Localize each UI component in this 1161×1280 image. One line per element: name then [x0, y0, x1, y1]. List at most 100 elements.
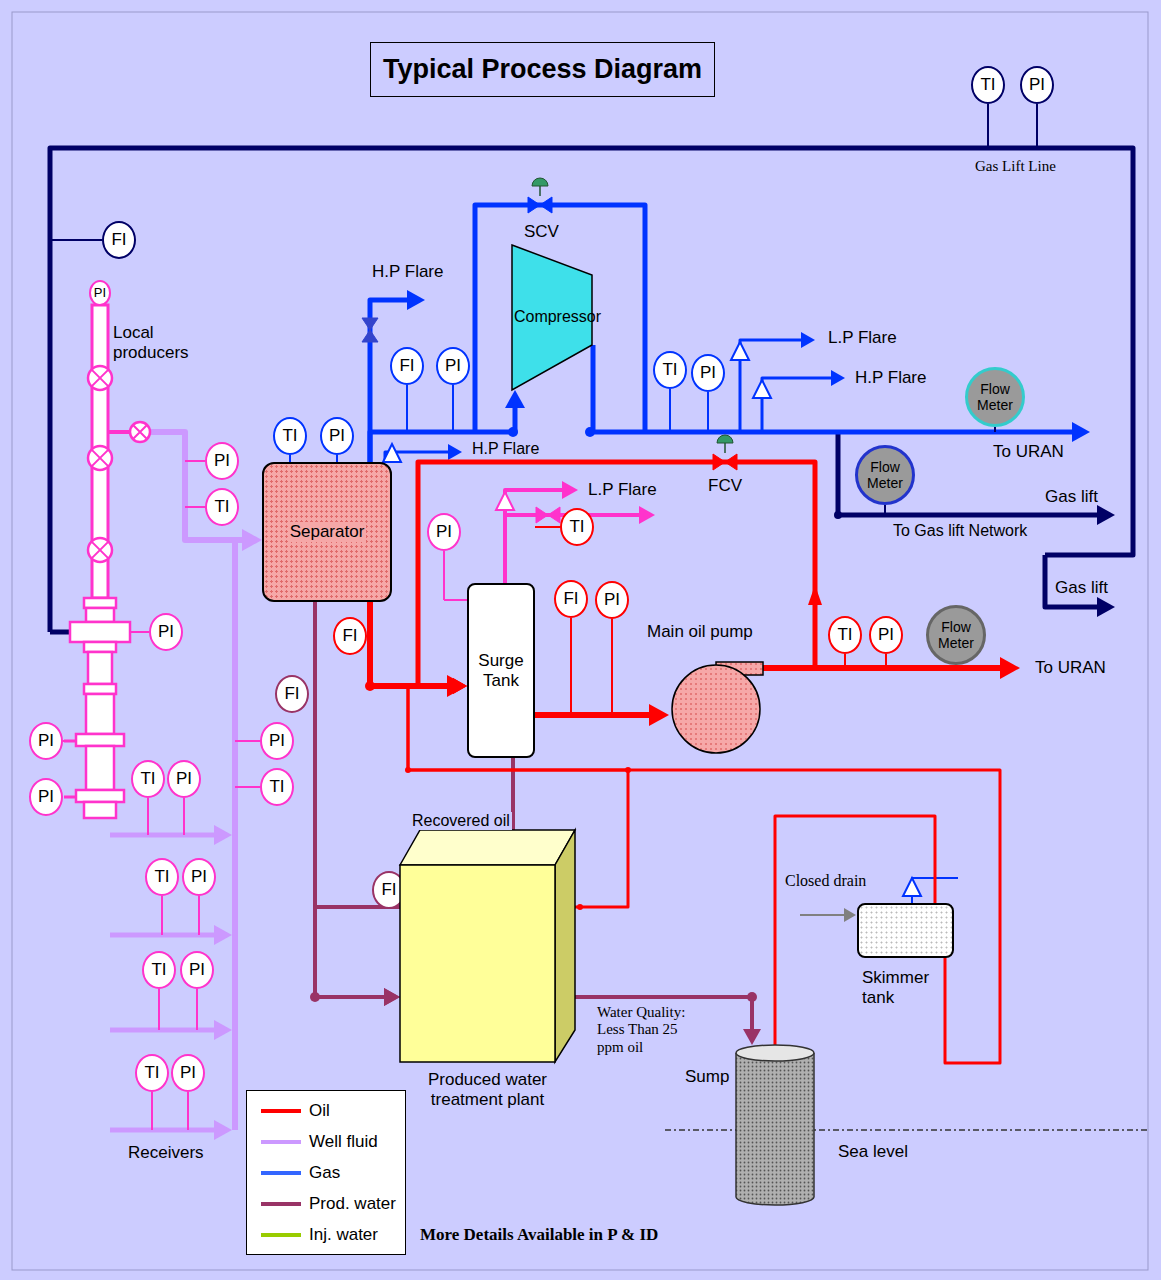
- instrument-bubble: TI: [653, 351, 687, 389]
- instrument-bubble: FI: [102, 221, 136, 259]
- wellhead-outlet: [64, 740, 76, 743]
- node-label: PI: [214, 451, 230, 471]
- junction-dot: [585, 427, 595, 437]
- node-label: TI: [980, 75, 995, 95]
- instrument-stem: [187, 1092, 189, 1130]
- pipe-stroke: [110, 833, 219, 838]
- node-label: PI: [604, 590, 620, 610]
- annotation-label: Sea level: [838, 1142, 908, 1162]
- node-label: TI: [151, 960, 166, 980]
- process-pipe: [762, 370, 845, 432]
- annotation-label: Gas lift: [1055, 578, 1108, 598]
- node-label: FI: [111, 230, 126, 250]
- legend-label: Oil: [309, 1101, 330, 1121]
- valve-symbol: [528, 197, 552, 213]
- node-label: PI: [180, 1063, 196, 1083]
- instrument-stem: [987, 104, 989, 148]
- process-pipe: [50, 148, 1133, 632]
- plant-front: [400, 865, 555, 1062]
- instrument-bubble: FI: [333, 617, 367, 655]
- flow-meter: Flow Meter: [965, 367, 1025, 427]
- node-label: PI: [38, 787, 54, 807]
- pipe-connector: [535, 704, 669, 726]
- wellhead-valve: [88, 446, 112, 470]
- node-label: FI: [284, 684, 299, 704]
- shape-outline: [400, 830, 575, 1062]
- instrument-bubble: PI: [436, 347, 470, 385]
- annotation-label: To Gas lift Network: [893, 522, 1027, 540]
- instrument-bubble: PI: [29, 778, 63, 816]
- annotation-label: Receivers: [128, 1143, 204, 1163]
- valve-symbol: [713, 454, 737, 470]
- node-label: TI: [144, 1063, 159, 1083]
- node-label: FI: [563, 589, 578, 609]
- annotation-label: Local producers: [113, 323, 203, 362]
- instrument-bubble: FI: [390, 347, 424, 385]
- instrument-stem: [885, 654, 887, 668]
- node-label: TI: [569, 517, 584, 537]
- node-label: PI: [176, 769, 192, 789]
- wellhead-valve-cross: [92, 450, 109, 467]
- instrument-stem: [611, 619, 613, 715]
- node-label: PI: [94, 286, 106, 301]
- pipe-stroke: [315, 602, 389, 997]
- wellhead-valve-cross: [133, 425, 147, 439]
- node-label: TI: [269, 777, 284, 797]
- plant-top: [400, 830, 575, 865]
- valve-symbol: [362, 318, 378, 342]
- instrument-stem: [185, 460, 205, 462]
- instrument-stem: [994, 427, 996, 432]
- annotation-label: To URAN: [1035, 658, 1106, 678]
- instrument-bubble: PI: [595, 581, 629, 619]
- wellhead-valve-cross: [92, 542, 109, 559]
- process-pipe: [838, 432, 1115, 525]
- pipe-stroke: [475, 205, 645, 432]
- instrument-stem: [196, 989, 198, 1030]
- node-label: Main oil pump: [647, 622, 753, 642]
- node-label: PI: [445, 356, 461, 376]
- pipe-stroke: [110, 933, 219, 938]
- instrument-stem: [289, 455, 291, 462]
- valve-symbol: [536, 507, 560, 523]
- pipe-stroke: [593, 345, 1077, 432]
- instrument-bubble: TI: [135, 1054, 169, 1092]
- pipe-stroke: [800, 914, 848, 916]
- compressor-symbol: Compressor: [505, 245, 610, 390]
- instrument-bubble: PI: [167, 760, 201, 798]
- wellhead-flange: [86, 608, 114, 622]
- wellhead-flange: [76, 734, 124, 746]
- title-box: Typical Process Diagram: [370, 42, 715, 97]
- pipe-stroke: [110, 1128, 219, 1133]
- node-label: Sump: [685, 1067, 729, 1087]
- instrument-bubble: PI: [29, 722, 63, 760]
- instrument-bubble: PI: [691, 354, 725, 392]
- instrument-stem: [183, 798, 185, 835]
- page-frame: [12, 12, 1148, 1270]
- node-label: FI: [342, 626, 357, 646]
- annotation-label: H.P Flare: [470, 440, 541, 458]
- legend-swatch: [261, 1233, 301, 1237]
- flow-arrow: [808, 585, 822, 605]
- annotation-label: Closed drain: [785, 872, 866, 890]
- node-label: Compressor: [514, 308, 601, 326]
- wing-outlet: [108, 430, 132, 434]
- annotation-label: H.P Flare: [372, 262, 444, 282]
- node-label: Flow Meter: [858, 459, 912, 491]
- pipe-connector: [370, 602, 467, 697]
- pipe-stroke: [762, 378, 835, 432]
- junction-dot: [834, 511, 842, 519]
- pipe-stroke: [110, 1028, 219, 1033]
- node-label: PI: [700, 363, 716, 383]
- node-label: TI: [837, 625, 852, 645]
- node-label: PI: [878, 625, 894, 645]
- instrument-stem: [151, 1092, 153, 1130]
- node-label: TI: [662, 360, 677, 380]
- instrument-stem: [1036, 104, 1038, 148]
- legend-swatch: [261, 1109, 301, 1113]
- instrument-stem: [884, 505, 886, 515]
- annotation-label: FCV: [708, 476, 742, 496]
- instrument-stem: [336, 455, 338, 462]
- instrument-stem: [443, 551, 445, 600]
- wellhead-valve: [130, 422, 150, 442]
